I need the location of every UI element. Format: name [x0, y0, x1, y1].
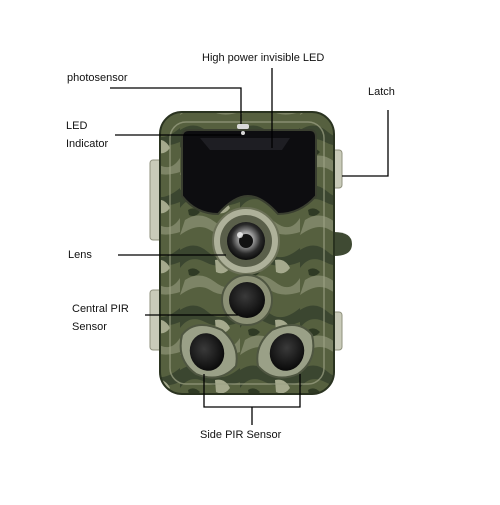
label-high-power-led: High power invisible LED	[202, 52, 325, 64]
leader-photosensor	[110, 87, 242, 124]
label-led-indicator-line1: LED	[66, 120, 88, 132]
leader-lines	[110, 68, 389, 425]
label-central-pir-line1: Central PIR	[72, 303, 129, 315]
side-pir-sensors	[179, 324, 315, 379]
label-photosensor: photosensor	[67, 72, 128, 84]
leader-latch	[342, 110, 389, 177]
lens	[212, 207, 280, 275]
label-led-indicator-line2: Indicator	[66, 138, 109, 150]
label-central-pir-line2: Sensor	[72, 321, 107, 333]
led-indicator-dot	[241, 131, 245, 135]
label-latch: Latch	[368, 86, 395, 98]
label-lens: Lens	[68, 249, 92, 261]
label-side-pir: Side PIR Sensor	[200, 429, 282, 441]
photosensor-window	[237, 124, 249, 129]
high-power-led-panel	[181, 129, 317, 216]
tripod-mount	[334, 232, 352, 256]
central-pir-sensor	[221, 274, 273, 326]
